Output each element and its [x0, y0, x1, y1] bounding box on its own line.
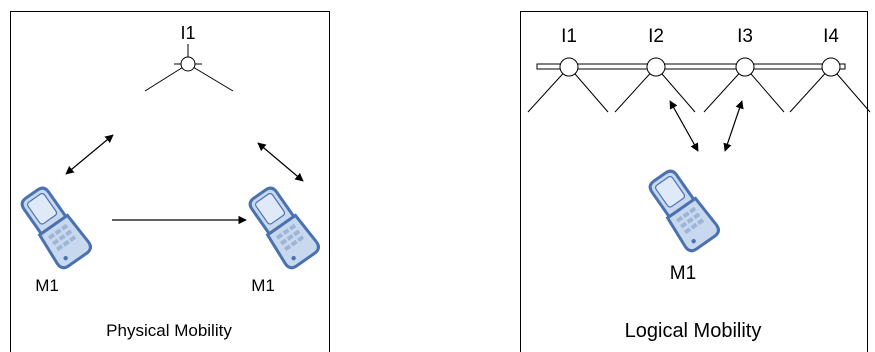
interface-label-i1: I1 [180, 23, 195, 43]
device-label: M1 [670, 263, 696, 284]
interface-node-i3 [703, 57, 785, 113]
interface-node-i1 [144, 44, 234, 92]
device-label-left: M1 [35, 276, 59, 295]
link-arrow-i3 [723, 100, 744, 152]
link-arrow-left [65, 134, 114, 175]
device-label-right: M1 [251, 276, 275, 295]
logical-mobility-caption: Logical Mobility [625, 320, 762, 342]
mobile-device-right-icon [242, 181, 323, 272]
interface-node-i4 [789, 57, 871, 113]
mobile-device-icon [642, 164, 723, 255]
link-arrow-right [257, 142, 304, 182]
interface-label-i2: I2 [648, 26, 664, 47]
interface-bus [536, 63, 846, 70]
interface-node-i1 [527, 57, 609, 113]
interface-node-i2 [614, 57, 696, 113]
physical-mobility-caption: Physical Mobility [106, 321, 232, 340]
interface-label-i3: I3 [737, 26, 753, 47]
mobile-device-left-icon [14, 181, 95, 272]
link-arrow-i2 [669, 100, 699, 152]
interface-label-i1: I1 [561, 26, 577, 47]
interface-label-i4: I4 [823, 26, 839, 47]
